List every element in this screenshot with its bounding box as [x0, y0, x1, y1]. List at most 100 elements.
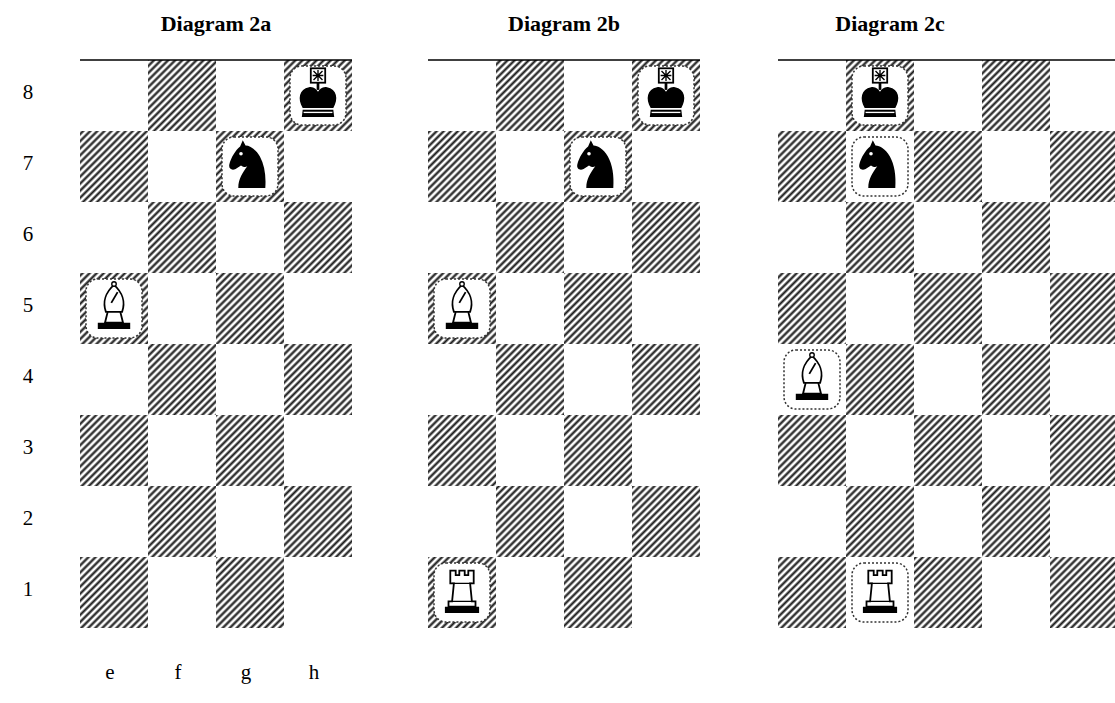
dark-square: [216, 557, 284, 628]
piece-shape: [446, 282, 478, 329]
light-square: [632, 557, 700, 628]
piece-shape: [648, 68, 685, 117]
dark-square: [148, 486, 216, 557]
king-body: [648, 87, 685, 108]
piece-shape: [445, 571, 479, 613]
chess-board: [778, 60, 1115, 628]
chess-piece: [784, 350, 840, 409]
diagram-title: Diagram 2c: [815, 10, 965, 38]
rook-lines: [452, 583, 472, 601]
king-band: [304, 112, 333, 113]
dark-square: [982, 202, 1050, 273]
light-square: [914, 486, 982, 557]
dark-square: [148, 344, 216, 415]
piece-shape: [98, 282, 130, 329]
dark-square: [80, 557, 148, 628]
piece-halo: [86, 279, 142, 338]
rank-number: 3: [23, 435, 34, 459]
dark-square: [496, 202, 564, 273]
file-letter: f: [175, 660, 182, 684]
light-square: [982, 273, 1050, 344]
light-square: [846, 131, 914, 202]
bishop-neck: [453, 312, 471, 323]
dark-square: [1050, 273, 1115, 344]
knight-body: [859, 140, 895, 188]
rook-base: [863, 607, 897, 613]
diagram-title: Diagram 2b: [489, 10, 639, 38]
dark-square: [914, 415, 982, 486]
light-square: [632, 131, 700, 202]
light-square: [982, 415, 1050, 486]
light-square: [496, 131, 564, 202]
king-neck: [665, 83, 668, 90]
light-square: [496, 415, 564, 486]
light-square: [846, 557, 914, 628]
diagram-title: Diagram 2a: [141, 10, 291, 38]
knight-body: [229, 140, 265, 188]
king-band: [652, 112, 681, 113]
light-square: [982, 557, 1050, 628]
light-square: [846, 415, 914, 486]
dark-square: [496, 344, 564, 415]
rook-lines: [870, 583, 890, 601]
piece-halo: [222, 137, 278, 196]
piece-shape: [796, 353, 828, 400]
dark-square: [284, 344, 352, 415]
rank-number: 2: [23, 506, 34, 530]
chess-piece: [852, 66, 908, 125]
light-square: [216, 202, 284, 273]
light-square: [564, 60, 632, 131]
bishop-slit: [111, 292, 117, 303]
light-square: [778, 202, 846, 273]
dark-square: [428, 131, 496, 202]
rook-body: [867, 571, 894, 607]
king-cross-mark: [313, 70, 324, 81]
rank-number: 1: [23, 577, 34, 601]
king-body: [300, 87, 337, 108]
dark-square: [846, 202, 914, 273]
dark-square: [778, 131, 846, 202]
piece-shape: [577, 140, 613, 188]
light-square: [496, 273, 564, 344]
dark-square: [914, 273, 982, 344]
light-square: [284, 273, 352, 344]
dark-square: [632, 344, 700, 415]
light-square: [564, 344, 632, 415]
chess-piece: [638, 66, 694, 125]
light-square: [914, 60, 982, 131]
knight-body: [577, 140, 613, 188]
dark-square: [914, 131, 982, 202]
knight-eye: [239, 152, 243, 156]
dark-square: [914, 557, 982, 628]
light-square: [428, 202, 496, 273]
chess-piece: [434, 279, 490, 338]
king-base: [650, 110, 682, 117]
piece-shape: [862, 68, 899, 117]
piece-halo: [852, 563, 908, 622]
light-square: [1050, 486, 1115, 557]
light-square: [778, 344, 846, 415]
piece-halo: [784, 350, 840, 409]
chess-piece: [290, 66, 346, 125]
piece-halo: [852, 66, 908, 125]
dark-square: [778, 415, 846, 486]
dark-square: [80, 415, 148, 486]
king-cross: [873, 68, 887, 82]
dark-square: [982, 60, 1050, 131]
bishop-mitre: [453, 285, 472, 312]
light-square: [216, 344, 284, 415]
king-base: [864, 110, 896, 117]
piece-halo: [290, 66, 346, 125]
piece-halo: [434, 279, 490, 338]
dark-square: [80, 273, 148, 344]
light-square: [284, 131, 352, 202]
king-body: [862, 87, 899, 108]
light-square: [1050, 344, 1115, 415]
light-square: [564, 202, 632, 273]
light-square: [80, 486, 148, 557]
piece-shape: [859, 140, 895, 188]
light-square: [216, 60, 284, 131]
light-square: [148, 415, 216, 486]
dark-square: [284, 60, 352, 131]
